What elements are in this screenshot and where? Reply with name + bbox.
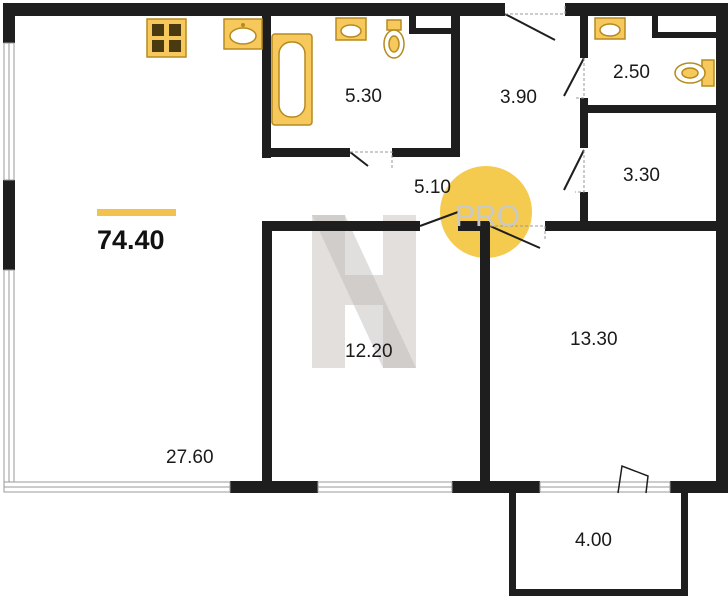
room-area-bedroom-2: 13.30 [570, 329, 618, 350]
wall-bedroom1-top-b [458, 221, 486, 231]
doors [349, 5, 649, 494]
door-closet-arc [575, 58, 585, 99]
wall-bath-bottom-a [262, 148, 350, 157]
door-entrance-arc [505, 5, 566, 15]
stove-icon [146, 18, 187, 58]
bath-sink-icon [335, 17, 367, 41]
room-area-bathroom: 5.30 [345, 86, 382, 107]
bathtub-icon [271, 33, 313, 126]
door-closet-leaf [563, 57, 585, 97]
wall-right [716, 3, 728, 493]
walls [3, 3, 728, 596]
wall-niche [409, 10, 416, 34]
wall-niche-base [409, 28, 460, 34]
room-area-closet: 3.90 [500, 87, 537, 108]
wall-bath-bottom-b [392, 148, 460, 157]
room-area-bedroom-1: 12.20 [345, 341, 393, 362]
wall-balcony-right [681, 493, 688, 596]
door-bedroom1-leaf [419, 211, 459, 227]
wc-sink-icon [594, 17, 626, 40]
wall-left-top [3, 3, 15, 43]
wall-bedroom1-top-a [262, 221, 420, 231]
wall-bedroom-divider [480, 221, 490, 493]
room-area-living: 27.60 [166, 447, 214, 468]
wall-left-mid [3, 180, 15, 270]
wall-bedroom1-left [262, 221, 272, 493]
wall-wc-niche-base [652, 32, 720, 38]
wc-toilet-icon [674, 59, 715, 87]
kitchen-sink-icon [223, 18, 263, 50]
wall-bottom-right [670, 481, 728, 493]
wall-closet-right-b [580, 98, 588, 148]
room-area-storage: 3.30 [623, 165, 660, 186]
room-area-balcony: 4.00 [575, 530, 612, 551]
total-area: 74.40 [97, 225, 165, 255]
door-balcony [617, 464, 649, 494]
total-area-accent-bar [97, 209, 176, 216]
door-bedroom2-arc [490, 225, 546, 240]
door-entrance-leaf [504, 13, 556, 41]
watermark-text: PRO [455, 200, 520, 233]
wall-top-right [565, 3, 728, 16]
wall-bedroom2-top [545, 221, 720, 231]
room-area-wc: 2.50 [613, 62, 650, 83]
watermark-h-shape [312, 215, 416, 368]
watermark-logo [312, 166, 532, 368]
door-bedroom2-leaf [489, 225, 541, 249]
door-bath-arc [350, 151, 393, 168]
watermark-h-facet [312, 215, 416, 368]
wall-bottom-left [230, 481, 318, 493]
wall-bath-left [262, 10, 271, 158]
wall-closet-right-c [580, 192, 588, 228]
wall-wc-niche [652, 10, 658, 38]
wall-wc-bottom [580, 105, 720, 113]
wall-balcony-bottom [509, 589, 688, 596]
bath-toilet-icon [383, 19, 405, 59]
door-storage-arc [575, 150, 585, 193]
room-area-hall: 5.10 [414, 177, 451, 198]
door-storage-leaf [563, 149, 585, 191]
wall-bath-right [451, 10, 460, 157]
windows [3, 42, 671, 493]
wall-balcony-left [509, 493, 516, 596]
door-bath-leaf [349, 151, 369, 167]
wall-closet-right-a [580, 10, 588, 58]
wall-top [3, 3, 505, 16]
fixtures [146, 17, 715, 126]
wall-bottom-mid [452, 481, 540, 493]
